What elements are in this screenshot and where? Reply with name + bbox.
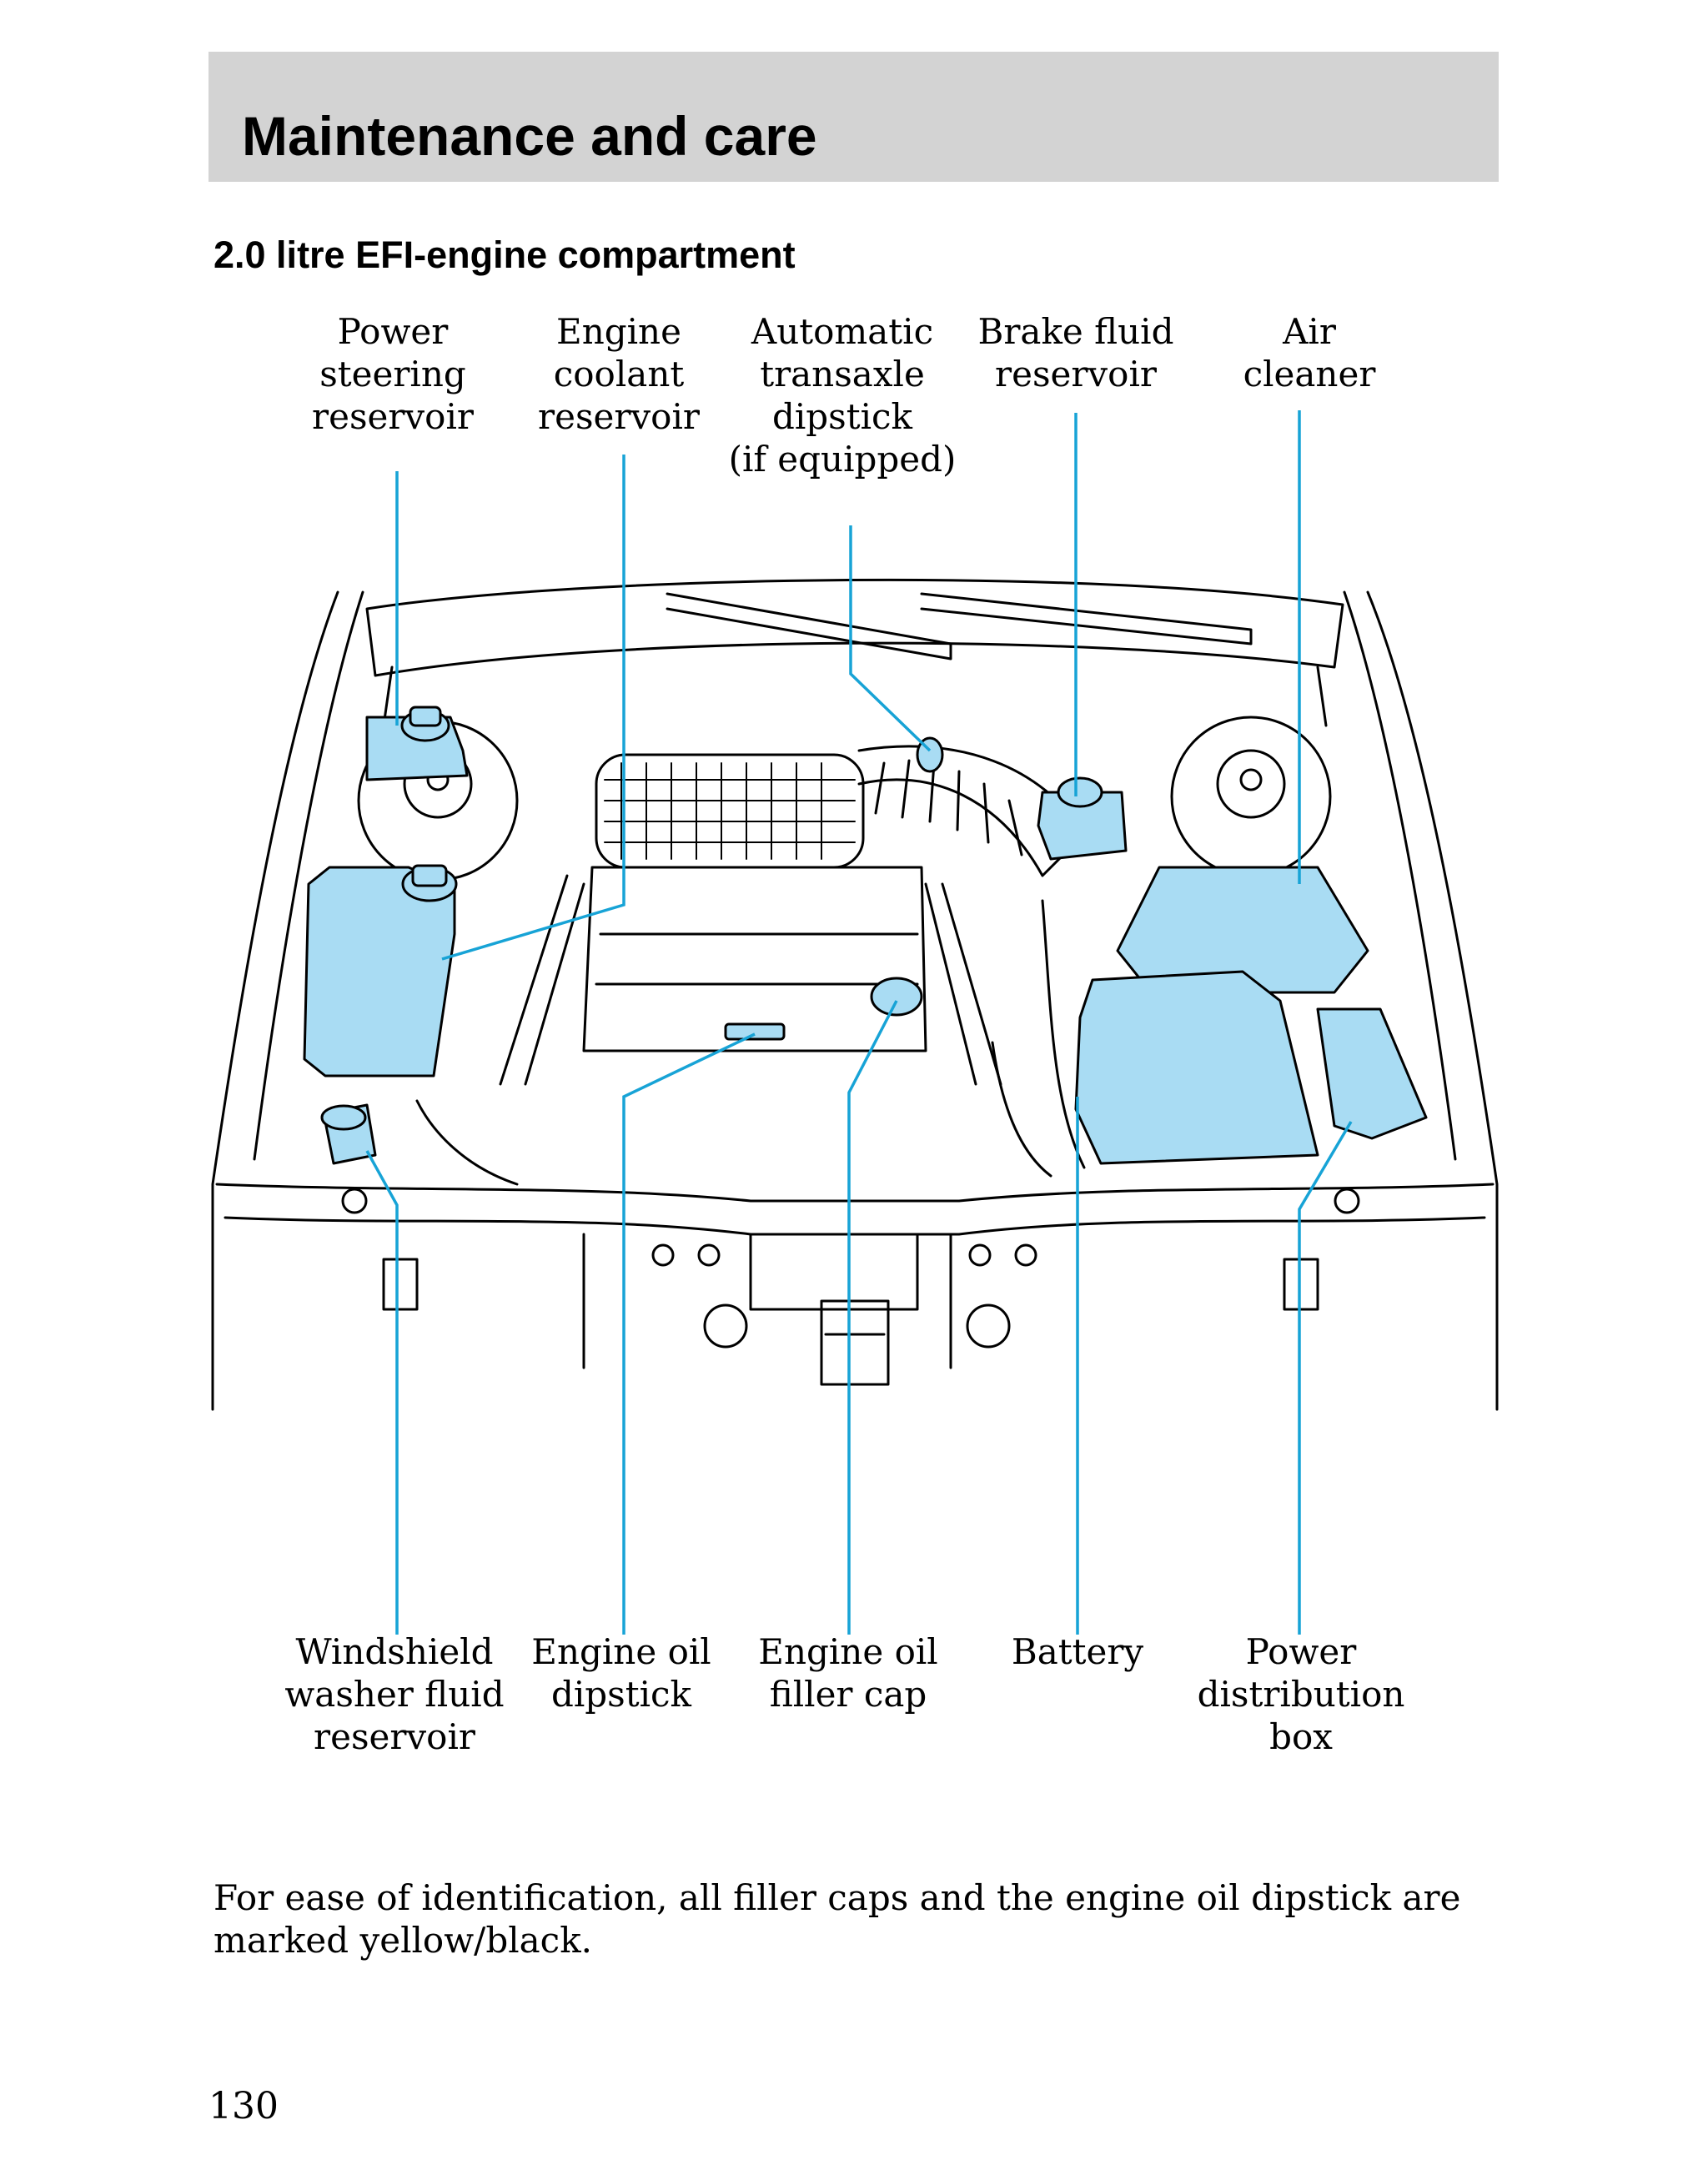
- right-fender-outline: [1366, 590, 1499, 1411]
- leader-transaxle-dipstick: [849, 525, 932, 752]
- left-fender-outline: [211, 590, 339, 1411]
- identification-note: For ease of identification, all filler c…: [214, 1877, 1461, 1961]
- label-automatic-transaxle-dipstick: Automatic transaxle dipstick (if equippe…: [728, 311, 957, 480]
- right-strut-tower: [1170, 716, 1332, 877]
- label-battery: Battery: [1011, 1631, 1144, 1672]
- battery-shape: [1074, 970, 1319, 1165]
- leader-power-dist: [1298, 1121, 1353, 1635]
- header-bar: Maintenance and care: [208, 52, 1499, 182]
- label-windshield-washer-fluid-reservoir: Windshield washer fluid reservoir: [284, 1631, 505, 1757]
- leader-coolant: [441, 455, 625, 961]
- right-wiper: [920, 592, 1253, 645]
- label-brake-fluid-reservoir: Brake fluid reservoir: [977, 311, 1174, 394]
- label-engine-oil-filler-cap: Engine oil filler cap: [758, 1631, 938, 1715]
- oil-filler-cap-shape: [870, 977, 923, 1017]
- radiator-support: [215, 1183, 1494, 1203]
- label-air-cleaner: Air cleaner: [1243, 311, 1376, 394]
- cowl-outline: [365, 578, 1344, 677]
- leader-oil-dipstick: [622, 1032, 756, 1635]
- label-engine-coolant-reservoir: Engine coolant reservoir: [538, 311, 700, 437]
- leader-washer: [365, 1150, 399, 1635]
- air-cleaner-shape: [1116, 866, 1369, 994]
- leader-oil-filler: [847, 1000, 898, 1635]
- label-power-distribution-box: Power distribution box: [1197, 1631, 1405, 1757]
- label-power-steering-reservoir: Power steering reservoir: [312, 311, 474, 437]
- power-distribution-box-shape: [1316, 1007, 1428, 1140]
- section-title: 2.0 litre EFI-engine compartment: [214, 234, 796, 276]
- label-engine-oil-dipstick: Engine oil dipstick: [531, 1631, 711, 1715]
- left-wiper: [666, 592, 952, 661]
- oil-dipstick-handle-shape: [724, 1022, 786, 1041]
- valve-cover: [582, 866, 927, 1052]
- intake-plenum: [595, 753, 865, 869]
- page-number: 130: [208, 2085, 279, 2127]
- brake-fluid-reservoir-shape: [1037, 791, 1128, 861]
- page-title: Maintenance and care: [242, 105, 817, 167]
